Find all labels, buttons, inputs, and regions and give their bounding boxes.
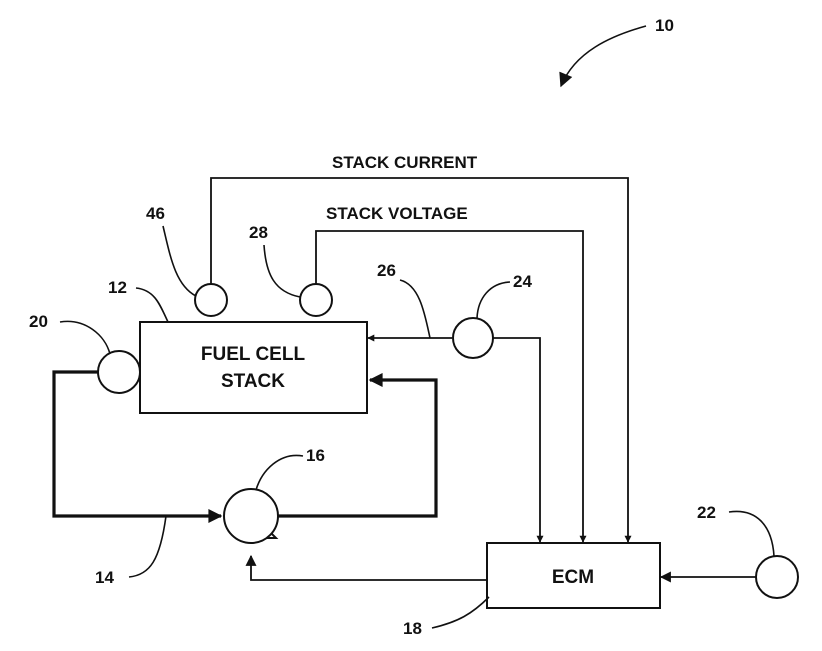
ref-12-leader xyxy=(135,287,169,323)
sensor-24-to-ecm-line xyxy=(493,337,544,543)
stack-voltage-line xyxy=(315,230,587,543)
fuel-cell-stack-label-line2: STACK xyxy=(221,371,285,392)
ref-22-label: 22 xyxy=(697,503,716,522)
sensor-24 xyxy=(452,317,494,359)
stack-current-line xyxy=(210,177,632,543)
ref-46-leader xyxy=(162,225,197,297)
ref-22-leader xyxy=(728,510,775,557)
pump-16 xyxy=(223,488,279,544)
current-sensor-46 xyxy=(194,283,228,317)
sensor-20 xyxy=(97,350,141,394)
voltage-sensor-28 xyxy=(299,283,333,317)
ref-24-label: 24 xyxy=(513,272,532,291)
stack-voltage-label: STACK VOLTAGE xyxy=(326,204,468,223)
coolant-loop-left xyxy=(52,370,223,523)
figure-ref-label: 10 xyxy=(655,16,674,35)
ref-28-label: 28 xyxy=(249,223,268,242)
ref-20-label: 20 xyxy=(29,312,48,331)
stack-current-label: STACK CURRENT xyxy=(332,153,478,172)
ecm-label: ECM xyxy=(552,567,594,588)
ref-28-leader xyxy=(263,244,301,298)
ref-26-label: 26 xyxy=(377,261,396,280)
ref-16-label: 16 xyxy=(306,446,325,465)
ref-16-leader xyxy=(255,454,304,491)
ref-14-leader xyxy=(128,515,167,578)
ecm-to-pump-line xyxy=(245,554,487,581)
fuel-cell-stack-box xyxy=(139,321,368,414)
ref-46-label: 46 xyxy=(146,204,165,223)
ref-18-leader xyxy=(431,596,490,629)
coolant-loop-right xyxy=(278,373,438,518)
fuel-cell-stack-label-line1: FUEL CELL xyxy=(201,344,306,365)
ref-20-leader xyxy=(59,320,111,355)
ref-18-label: 18 xyxy=(403,619,422,638)
figure-ref-arrow xyxy=(559,25,647,88)
sensor-22 xyxy=(755,555,799,599)
ecm-box xyxy=(486,542,661,609)
ref-26-leader xyxy=(399,279,431,339)
ref-12-label: 12 xyxy=(108,278,127,297)
ref-14-label: 14 xyxy=(95,568,114,587)
ref-24-leader xyxy=(476,281,511,319)
